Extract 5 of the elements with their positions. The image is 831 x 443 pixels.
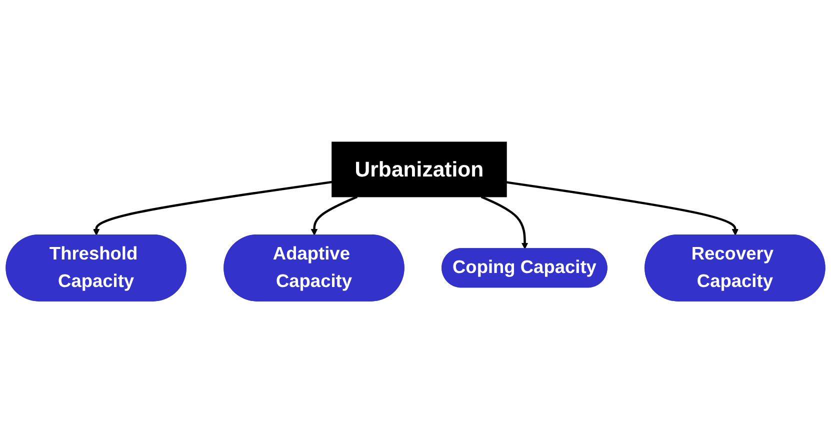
arrow bbox=[310, 196, 358, 236]
node-box: Urbanization bbox=[332, 142, 507, 198]
arrow bbox=[92, 180, 332, 236]
arrow bbox=[506, 181, 739, 236]
arrow bbox=[480, 196, 528, 250]
